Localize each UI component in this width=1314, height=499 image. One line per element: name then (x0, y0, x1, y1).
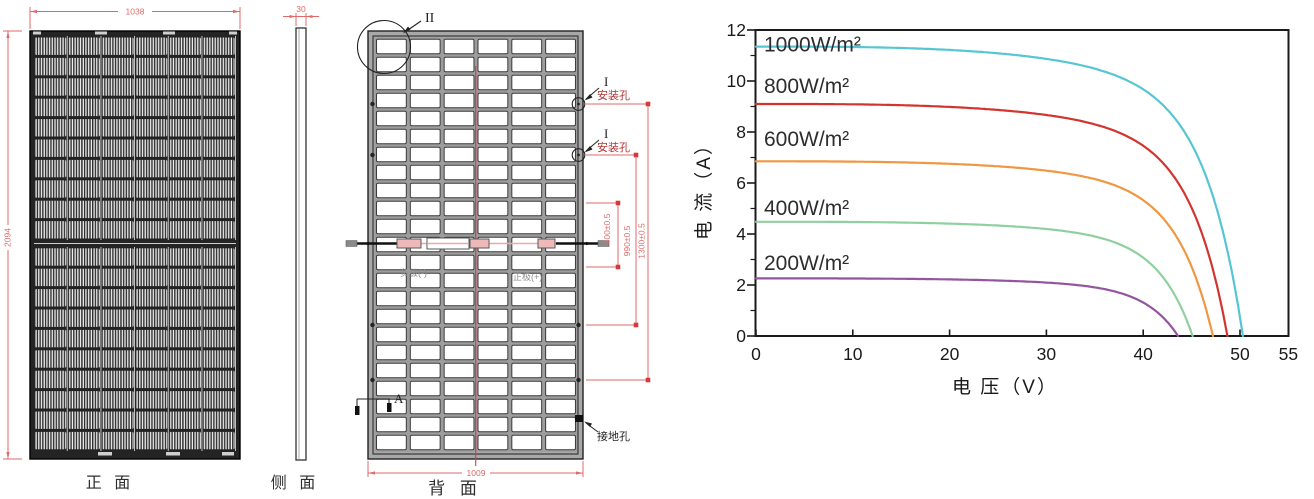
side-top-dimension (283, 13, 319, 26)
y-tick-label: 8 (736, 122, 746, 142)
dim-400: 400±0.5 (602, 213, 612, 244)
dim-1300: 1300±0.5 (637, 223, 647, 259)
front-left-dimension (3, 30, 22, 460)
iv-curve-200W/m² (754, 277, 1180, 338)
iv-curve-1000W/m² (754, 45, 1245, 338)
y-tick-label: 4 (736, 224, 746, 244)
y-tick-label: 12 (727, 20, 746, 40)
x-tick-label: 0 (751, 344, 761, 364)
mounting-hole-label-2: 安装孔 (597, 140, 630, 154)
curve-label-1000W/m²: 1000W/m² (764, 34, 861, 57)
dim-990: 990±0.5 (622, 225, 632, 256)
front-view-label: 正 面 (86, 475, 134, 492)
hole-ref-1: I (604, 74, 608, 89)
junction-box-assembly: 负极(-) 正极(+) (345, 237, 610, 282)
chart-frame (754, 29, 1290, 337)
front-view: 1038 2094 正 面 (3, 7, 241, 492)
mounting-hole-1 (571, 97, 586, 111)
curve-label-800W/m²: 800W/m² (764, 75, 849, 98)
mounting-hole-callout-2: I 安装孔 (584, 126, 630, 154)
back-width-dim: 1009 (467, 468, 486, 478)
junction-box-3 (537, 238, 556, 249)
x-tick-label: 50 (1230, 344, 1250, 364)
front-frame-notches (33, 31, 237, 456)
detail-ii-label: II (425, 11, 435, 26)
connector-negative (345, 240, 358, 247)
curve-label-600W/m²: 600W/m² (764, 128, 849, 151)
hole-ref-2: I (604, 126, 608, 141)
back-bottom-dimension (367, 461, 584, 477)
y-tick-label: 2 (736, 275, 746, 295)
iv-curve-400W/m² (754, 220, 1194, 338)
output-positive-label: 正极(+) (513, 271, 542, 282)
front-cells-top (34, 36, 236, 240)
back-view: 负极(-) 正极(+) II I 安装孔 (345, 11, 651, 498)
mounting-hole-2 (571, 148, 586, 162)
detail-circle-ii: II (356, 11, 435, 75)
mounting-hole-callout-1: I 安装孔 (584, 74, 630, 102)
grounding-hole-label: 接地孔 (597, 430, 630, 443)
x-tick-label: 10 (843, 344, 863, 364)
front-width-dim: 1038 (126, 7, 145, 17)
curve-label-200W/m²: 200W/m² (764, 252, 849, 275)
side-profile (295, 27, 307, 461)
iv-curve-600W/m² (754, 160, 1215, 338)
chart-x-axis-label: 电 压（V） (952, 376, 1058, 398)
front-height-dim: 2094 (3, 228, 13, 247)
output-negative-label: 负极(-) (400, 267, 427, 278)
y-tick-label: 6 (736, 173, 746, 193)
curve-label-400W/m²: 400W/m² (764, 197, 849, 220)
x-tick-label: 55 (1279, 344, 1298, 364)
chart-y-axis-label: 电 流（A） (693, 134, 715, 240)
front-cells-bottom (34, 246, 236, 451)
y-tick-label: 10 (727, 71, 747, 91)
hole-span-dimensions (586, 101, 651, 383)
back-view-label: 背 面 (428, 479, 482, 498)
mounting-hole-label-1: 安装孔 (597, 88, 630, 102)
mounting-holes (370, 97, 586, 383)
section-a-callout: A (355, 391, 404, 415)
x-tick-label: 40 (1133, 344, 1153, 364)
grounding-hole (575, 415, 583, 422)
y-tick-label: 0 (736, 326, 746, 346)
grounding-hole-callout: 接地孔 (575, 415, 630, 443)
x-tick-label: 30 (1037, 344, 1057, 364)
x-tick-label: 20 (940, 344, 960, 364)
side-view-label: 侧 面 (271, 474, 319, 492)
side-view: 30 侧 面 (271, 4, 319, 492)
iv-curve-800W/m² (754, 102, 1229, 338)
section-a-label: A (394, 391, 404, 406)
junction-box-2 (469, 238, 490, 249)
iv-curve-chart: 0 10 20 30 40 50 55 0 2 4 6 8 10 12 1000W/m² 800W/m² 600… (693, 20, 1298, 398)
junction-box-1 (396, 238, 422, 249)
front-top-dimension (29, 7, 241, 29)
side-thickness-dim: 30 (296, 4, 306, 14)
connector-positive (597, 240, 610, 247)
